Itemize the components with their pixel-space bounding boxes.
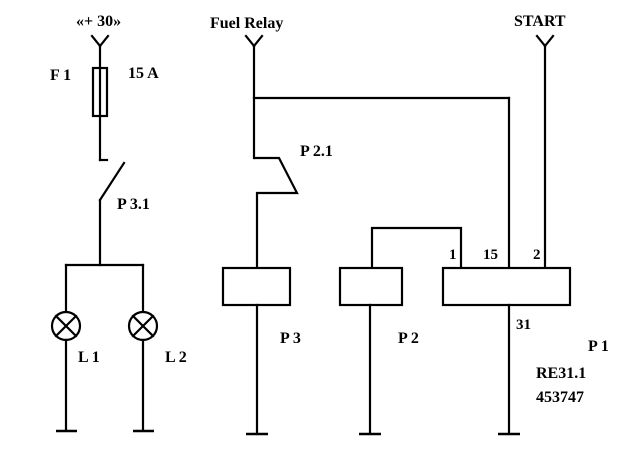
module-pin2-label: 2 [533, 247, 541, 263]
lamp-l1-icon [50, 310, 82, 342]
start-terminal-label: START [514, 13, 566, 30]
lamp-l2-label: L 2 [165, 349, 187, 366]
contact-p21-label: P 2.1 [300, 143, 333, 160]
contact-p21 [254, 156, 299, 268]
relay-p3-label: P 3 [280, 330, 301, 347]
fuse-rating-label: 15 A [128, 65, 159, 82]
relay-p2-coil [338, 266, 404, 307]
lamp-l2-icon [127, 310, 159, 342]
module-pin15-label: 15 [483, 247, 498, 263]
module-p1-label: P 1 [588, 338, 609, 355]
fuse-name-label: F 1 [50, 67, 71, 84]
supply-terminal-label: «+ 30» [76, 13, 121, 30]
relay-p2-label: P 2 [398, 330, 419, 347]
lamp-l1-label: L 1 [78, 349, 100, 366]
fuel-relay-terminal-arrow [244, 34, 264, 48]
relay-p3-coil [221, 266, 292, 307]
switch-p31-blade [98, 161, 126, 202]
p2-to-p1-pin1-wire [370, 226, 463, 268]
module-pin31-label: 31 [516, 317, 531, 333]
fuel-relay-terminal-label: Fuel Relay [210, 15, 283, 32]
module-part-number-label: RE31.1 [536, 365, 586, 382]
module-p1-body [441, 266, 572, 307]
module-code-label: 453747 [536, 389, 584, 406]
switch-p31-label: P 3.1 [117, 196, 150, 213]
supply-terminal-arrow [90, 34, 110, 48]
start-terminal-arrow [535, 34, 555, 48]
module-pin1-label: 1 [449, 247, 457, 263]
